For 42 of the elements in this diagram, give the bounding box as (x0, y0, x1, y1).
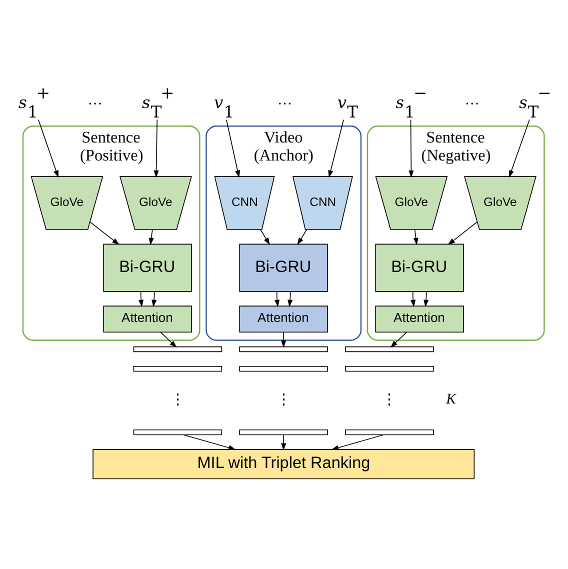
node-bar (239, 346, 328, 352)
arrow (160, 332, 177, 348)
arrow (297, 229, 308, 246)
arrow (281, 434, 286, 451)
node-box: Bi-GRU (103, 244, 192, 292)
node-box: Bi-GRU (375, 244, 464, 292)
node-box: Bi-GRU (239, 244, 328, 292)
arrow (448, 222, 478, 245)
node-bar (345, 346, 434, 352)
label: ··· (277, 96, 292, 112)
arrow (38, 119, 58, 178)
node-box: MIL with Triplet Ranking (92, 449, 475, 480)
node-box: Attention (103, 306, 192, 333)
node-bar (239, 366, 328, 372)
arrow (328, 119, 344, 178)
label: ··· (88, 96, 102, 112)
node-box: Attention (239, 306, 328, 333)
arrow (138, 291, 144, 308)
label: ··· (464, 96, 480, 112)
node-bar (133, 346, 222, 352)
arrow (274, 291, 280, 308)
arrow (90, 222, 120, 245)
node-bar (239, 429, 328, 436)
arrow (154, 119, 159, 178)
arrow (148, 229, 154, 246)
arrow (408, 119, 414, 178)
node-bar (345, 429, 434, 436)
arrow (413, 229, 418, 246)
arrow (508, 119, 530, 178)
label: ⋮ (276, 392, 292, 408)
node-bar (133, 366, 222, 372)
node-bar (133, 429, 222, 436)
arrow (226, 119, 240, 178)
arrow (260, 229, 270, 246)
label: ⋮ (170, 392, 186, 408)
label: ⋮ (382, 392, 398, 408)
node-box: Attention (375, 306, 464, 333)
arrow (390, 332, 408, 348)
node-bar (345, 366, 434, 372)
label: K (446, 391, 456, 408)
arrow (410, 291, 416, 308)
arrow (281, 332, 286, 348)
